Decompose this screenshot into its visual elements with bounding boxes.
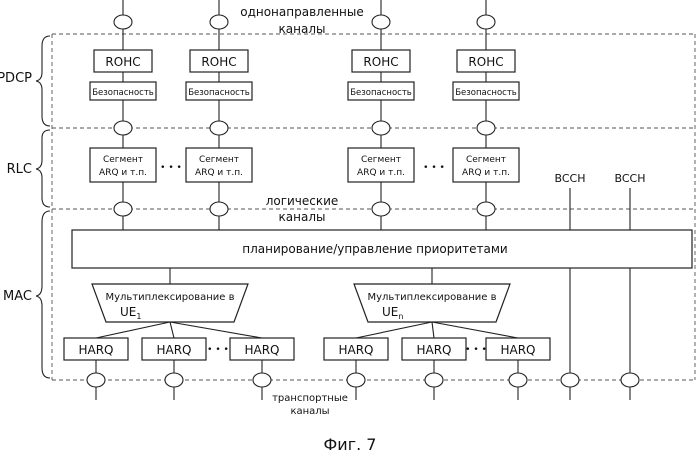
harq-box: HARQ xyxy=(230,338,294,360)
harq-label: HARQ xyxy=(244,343,279,357)
rohc-box: ROHC xyxy=(457,50,515,72)
mux-ue1-box: Мультиплексирование в UE1 xyxy=(92,284,248,322)
security-label: Безопасность xyxy=(455,88,517,98)
logical-channels-label-line1: логические xyxy=(266,194,339,208)
harq-label: HARQ xyxy=(78,343,113,357)
radio-bearers-label-line2: каналы xyxy=(279,22,326,36)
bcch-label: BCCH xyxy=(615,172,646,185)
security-box: Безопасность xyxy=(90,82,156,100)
rlc-entity-line1: Сегмент xyxy=(361,155,401,165)
rlc-entity-line1: Сегмент xyxy=(103,155,143,165)
harq-ellipsis: • • • xyxy=(207,345,229,355)
security-label: Безопасность xyxy=(92,88,154,98)
layer-label-rlc: RLC xyxy=(7,162,32,177)
security-label: Безопасность xyxy=(188,88,250,98)
harq-label: HARQ xyxy=(338,343,373,357)
transport-channels-label-line2: каналы xyxy=(290,406,329,417)
rohc-box: ROHC xyxy=(94,50,152,72)
rlc-entity-box: Сегмент ARQ и т.п. xyxy=(348,148,414,182)
rlc-entity-box: Сегмент ARQ и т.п. xyxy=(453,148,519,182)
transport-channels-label-line1: транспортные xyxy=(272,393,348,404)
rlc-entity-line2: ARQ и т.п. xyxy=(462,168,510,178)
security-label: Безопасность xyxy=(350,88,412,98)
harq-ellipsis: • • • xyxy=(465,345,487,355)
rlc-entity-line2: ARQ и т.п. xyxy=(99,168,147,178)
mux-uen-box: Мультиплексирование в UEn xyxy=(354,284,510,322)
mux-ue1-ue: UE xyxy=(120,305,136,319)
security-box: Безопасность xyxy=(186,82,252,100)
security-box: Безопасность xyxy=(348,82,414,100)
rlc-entity-line2: ARQ и т.п. xyxy=(357,168,405,178)
rohc-box: ROHC xyxy=(190,50,248,72)
security-box: Безопасность xyxy=(453,82,519,100)
harq-label: HARQ xyxy=(156,343,191,357)
mux-uen-line1: Мультиплексирование в xyxy=(367,292,496,303)
radio-bearers-label-line1: однонаправленные xyxy=(240,5,364,19)
rlc-entity-line1: Сегмент xyxy=(466,155,506,165)
rohc-label: ROHC xyxy=(468,55,503,69)
figure-caption: Фиг. 7 xyxy=(324,435,377,454)
rohc-label: ROHC xyxy=(105,55,140,69)
mux-uen-ue: UE xyxy=(382,305,398,319)
rlc-entity-box: Сегмент ARQ и т.п. xyxy=(186,148,252,182)
rlc-ellipsis: • • • xyxy=(160,163,182,173)
scheduling-label: планирование/управление приоритетами xyxy=(242,242,507,256)
harq-box: HARQ xyxy=(324,338,388,360)
bcch-label: BCCH xyxy=(555,172,586,185)
rlc-entity-line1: Сегмент xyxy=(199,155,239,165)
mux-ue1-line1: Мультиплексирование в xyxy=(105,292,234,303)
rlc-ellipsis: • • • xyxy=(423,163,445,173)
harq-box: HARQ xyxy=(402,338,466,360)
harq-label: HARQ xyxy=(416,343,451,357)
layer-braces xyxy=(36,36,50,378)
rohc-label: ROHC xyxy=(201,55,236,69)
mux-uen-subscript: n xyxy=(398,312,403,321)
rlc-entity-box: Сегмент ARQ и т.п. xyxy=(90,148,156,182)
rohc-box: ROHC xyxy=(352,50,410,72)
harq-box: HARQ xyxy=(64,338,128,360)
mux-ue1-subscript: 1 xyxy=(136,312,141,321)
bcch-wires xyxy=(570,188,630,400)
rohc-label: ROHC xyxy=(363,55,398,69)
harq-label: HARQ xyxy=(500,343,535,357)
logical-channels-label-line2: каналы xyxy=(279,210,326,224)
scheduling-priority-box: планирование/управление приоритетами xyxy=(72,230,692,268)
layer-label-pdcp: PDCP xyxy=(0,71,32,86)
harq-box: HARQ xyxy=(486,338,550,360)
layer-label-mac: MAC xyxy=(3,289,32,304)
rlc-entity-line2: ARQ и т.п. xyxy=(195,168,243,178)
harq-box: HARQ xyxy=(142,338,206,360)
